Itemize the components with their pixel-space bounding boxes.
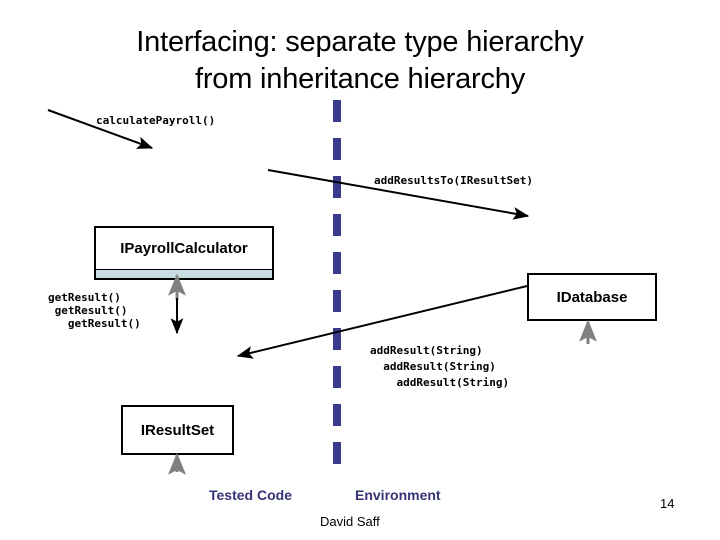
page-title-line-2: from inheritance hierarchy <box>194 63 526 95</box>
message-label-add-result-2: addResult(String) <box>370 360 496 373</box>
message-label-calculate-payroll: calculatePayroll() <box>96 114 216 127</box>
interface-box-ipayrollcalculator-label: IPayrollCalculator <box>120 240 248 257</box>
arrow-add-result-return <box>236 285 528 359</box>
message-label-add-result-3: addResult(String) <box>370 376 510 389</box>
message-label-add-results-to: addResultsTo(IResultSet) <box>374 174 533 187</box>
page-number: 14 <box>660 496 675 511</box>
author-name: David Saff <box>320 514 380 529</box>
page-title: Interfacing: separate type hierarchy fro… <box>0 24 720 98</box>
tested-code-environment-divider <box>333 100 341 466</box>
footer-label-tested-code: Tested Code <box>209 487 292 503</box>
interface-box-ipayrollcalculator[interactable]: IPayrollCalculator <box>94 226 274 280</box>
interface-box-idatabase-label: IDatabase <box>556 288 628 306</box>
message-label-get-result-2: getResult() <box>48 304 128 317</box>
message-label-add-result-1: addResult(String) <box>370 344 483 357</box>
interface-box-ipayrollcalculator-strip <box>96 269 272 278</box>
arrow-calculate-payroll <box>47 109 154 149</box>
message-label-get-result-1: getResult() <box>48 291 121 304</box>
footer-label-environment: Environment <box>355 487 441 503</box>
interface-box-iresultset-label: IResultSet <box>140 421 215 439</box>
message-label-get-result-3: getResult() <box>48 317 141 330</box>
arrow-add-results-to <box>267 169 530 220</box>
interface-box-iresultset[interactable]: IResultSet <box>121 405 234 455</box>
page-title-line-1: Interfacing: separate type hierarchy <box>136 26 584 58</box>
